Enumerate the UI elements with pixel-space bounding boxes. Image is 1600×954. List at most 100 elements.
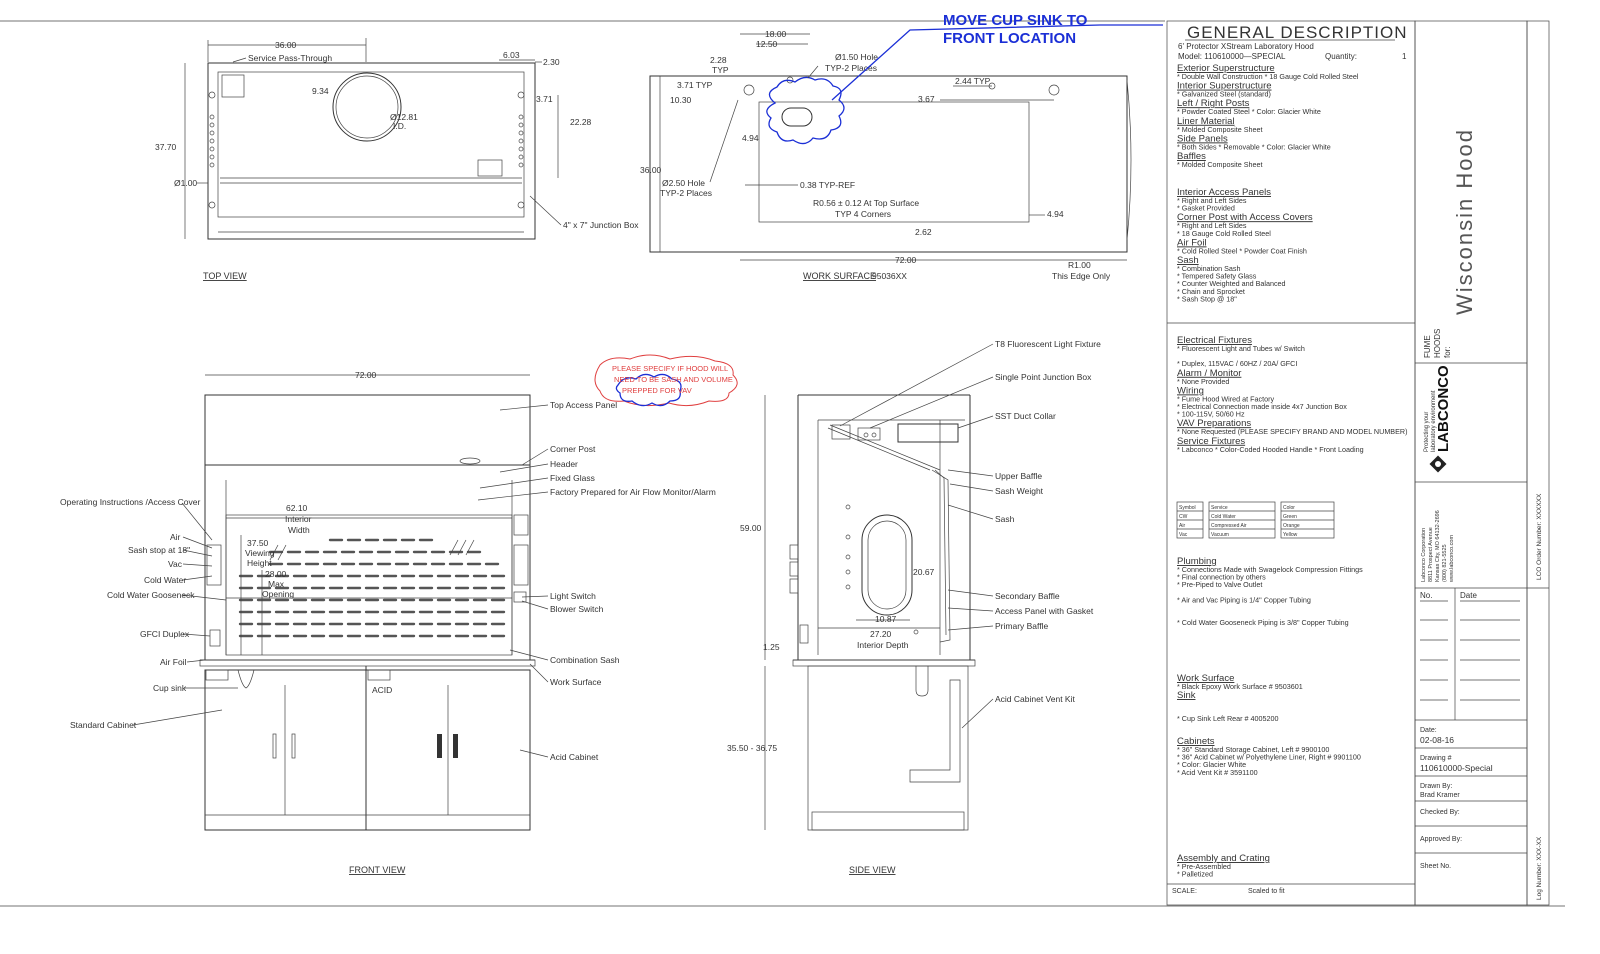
dim-interior-width: 62.10 bbox=[286, 503, 308, 513]
duct-collar-circle bbox=[332, 72, 402, 142]
label-corner-post: Corner Post bbox=[550, 444, 596, 454]
svg-text:Width: Width bbox=[288, 525, 310, 535]
sheet-no-label: Sheet No. bbox=[1420, 863, 1451, 870]
dim-side-cabinet-height: 35.50 - 36.75 bbox=[727, 743, 777, 753]
dim-ws-0-38: 0.38 TYP-REF bbox=[800, 180, 855, 190]
gd-section-heading: Sash bbox=[1177, 255, 1199, 266]
side-work-surface bbox=[792, 659, 976, 667]
svg-text:www.labconco.com: www.labconco.com bbox=[1449, 535, 1455, 583]
dim-top-3-71: 3.71 bbox=[536, 94, 553, 104]
project-name: Wisconsin Hood bbox=[1452, 128, 1477, 315]
svg-text:Protecting your: Protecting your bbox=[1424, 412, 1430, 452]
log-number: Log Number: XXX-XX bbox=[1536, 836, 1543, 900]
svg-text:NEED TO BE SASH AND VOLUME: NEED TO BE SASH AND VOLUME bbox=[614, 375, 733, 384]
dim-top-width: 36.00 bbox=[275, 40, 297, 50]
svg-text:Service: Service bbox=[1211, 505, 1228, 511]
dim-top-collar-dia: Ø12.81 bbox=[390, 112, 418, 122]
drawing-value: 110610000-Special bbox=[1420, 763, 1493, 773]
gd-quantity-value: 1 bbox=[1402, 52, 1407, 61]
lco-order-number: LCO Order Number: XXXXXX bbox=[1536, 493, 1543, 580]
junction-box bbox=[477, 159, 503, 177]
label-fixed-glass: Fixed Glass bbox=[550, 473, 595, 483]
dim-top-id: I.D. bbox=[393, 121, 406, 131]
gd-section-item: * Color: Glacier White bbox=[1177, 760, 1246, 769]
gd-section-item: * Galvanized Steel (standard) bbox=[1177, 90, 1271, 99]
gd-section-item: * 36" Standard Storage Cabinet, Left # 9… bbox=[1177, 745, 1329, 754]
label-sash-weight: Sash Weight bbox=[995, 486, 1044, 496]
dim-ws-typ-2: TYP-2 Places bbox=[825, 63, 877, 73]
label-secondary-baffle: Secondary Baffle bbox=[995, 591, 1060, 601]
gd-section-heading: Assembly and Crating bbox=[1177, 853, 1270, 864]
dim-ws-typ-3: TYP-2 Places bbox=[660, 188, 712, 198]
gd-section-heading: VAV Preparations bbox=[1177, 418, 1251, 429]
drawn-by-label: Drawn By: bbox=[1420, 783, 1452, 790]
label-cup-sink: Cup sink bbox=[153, 683, 187, 693]
label-air-foil: Air Foil bbox=[160, 657, 187, 667]
front-top-access-panel bbox=[204, 394, 531, 466]
brand-logo-text: LABCONCO bbox=[1435, 365, 1452, 452]
work-surface-outline bbox=[649, 75, 1128, 253]
svg-text:Height: Height bbox=[247, 558, 272, 568]
dim-top-depth: 37.70 bbox=[155, 142, 177, 152]
dim-top-22-28: 22.28 bbox=[570, 117, 592, 127]
front-view: 72.00 bbox=[60, 370, 716, 875]
dim-ws-72: 72.00 bbox=[895, 255, 917, 265]
gd-section-heading: Exterior Superstructure bbox=[1177, 63, 1275, 74]
label-acid-cabinet: Acid Cabinet bbox=[550, 752, 599, 762]
gd-section-item: * Final connection by others bbox=[1177, 573, 1266, 582]
dim-ws-hole-1-50: Ø1.50 Hole bbox=[835, 52, 878, 62]
label-sash: Sash bbox=[995, 514, 1015, 524]
gd-section-heading: Interior Superstructure bbox=[1177, 81, 1272, 92]
top-view: 36.00 6.03 2.30 9.34 3.71 22.28 37.70 Ø1… bbox=[155, 38, 639, 281]
svg-text:Green: Green bbox=[1283, 514, 1297, 520]
dim-ws-r1: R1.00 bbox=[1068, 260, 1091, 270]
annotation-vav-note: PLEASE SPECIFY IF HOOD WILL NEED TO BE S… bbox=[594, 354, 738, 407]
label-top-access-panel: Top Access Panel bbox=[550, 400, 617, 410]
baffle-slots bbox=[238, 538, 506, 638]
label-combination-sash: Combination Sash bbox=[550, 655, 620, 665]
dim-ws-36: 36.00 bbox=[640, 165, 662, 175]
fixture-table bbox=[1176, 501, 1335, 539]
label-gfci-duplex: GFCI Duplex bbox=[140, 629, 190, 639]
label-cold-water: Cold Water bbox=[144, 575, 186, 585]
label-single-point-junction: Single Point Junction Box bbox=[995, 372, 1092, 382]
dim-top-2-30: 2.30 bbox=[543, 57, 560, 67]
dim-ws-typ: TYP bbox=[712, 65, 729, 75]
title-block: Wisconsin Hood FUME HOODS for: LABCONCO … bbox=[1414, 20, 1550, 906]
gd-section-item: * Air and Vac Piping is 1/4" Copper Tubi… bbox=[1177, 595, 1311, 604]
svg-text:MOVE CUP SINK TO: MOVE CUP SINK TO bbox=[943, 12, 1088, 29]
gd-section-item: * Double Wall Construction * 18 Gauge Co… bbox=[1177, 72, 1359, 81]
scale-label: SCALE: bbox=[1172, 888, 1197, 895]
svg-text:Color: Color bbox=[1283, 505, 1295, 511]
gd-section-item: * Fume Hood Wired at Factory bbox=[1177, 394, 1274, 403]
label-sash-stop: Sash stop at 18" bbox=[128, 545, 190, 555]
dim-ws-2-28: 2.28 bbox=[710, 55, 727, 65]
brand-logo-mark bbox=[1429, 455, 1447, 473]
gd-section-item: * Fluorescent Light and Tubes w/ Switch bbox=[1177, 344, 1305, 353]
svg-text:Vacuum: Vacuum bbox=[1211, 532, 1229, 538]
dim-ws-2-44: 2.44 TYP bbox=[955, 76, 991, 86]
gd-sections: Exterior Superstructure* Double Wall Con… bbox=[1177, 63, 1407, 454]
gd-section-item: * None Provided bbox=[1177, 377, 1229, 386]
label-light-fixture: T8 Fluorescent Light Fixture bbox=[995, 339, 1101, 349]
gd-section-item: * Molded Composite Sheet bbox=[1177, 125, 1263, 134]
gd-section-item: * Powder Coated Steel * Color: Glacier W… bbox=[1177, 107, 1321, 116]
gd-section-heading: Corner Post with Access Covers bbox=[1177, 212, 1313, 223]
dim-top-hole: Ø1.00 bbox=[174, 178, 197, 188]
acid-label: ACID bbox=[372, 685, 392, 695]
gd-section-heading: Liner Material bbox=[1177, 116, 1235, 127]
acid-vent-kit bbox=[909, 679, 961, 783]
gd-section-item: * Palletized bbox=[1177, 870, 1213, 879]
dim-ws-radius: R0.56 ± 0.12 At Top Surface bbox=[813, 198, 919, 208]
svg-text:Air: Air bbox=[1179, 523, 1185, 529]
svg-text:Labconco Corporation: Labconco Corporation bbox=[1421, 528, 1427, 582]
gd-model: Model: 110610000—SPECIAL bbox=[1178, 52, 1286, 61]
gd-quantity-label: Quantity: bbox=[1325, 52, 1357, 61]
svg-text:for:: for: bbox=[1443, 346, 1452, 358]
side-cabinet bbox=[807, 665, 969, 831]
front-cabinets bbox=[204, 669, 531, 831]
label-cold-water-gooseneck: Cold Water Gooseneck bbox=[107, 590, 195, 600]
caption-side-view: SIDE VIEW bbox=[849, 865, 896, 875]
side-view: 59.00 20.67 10.87 27.20 Interior Depth 1… bbox=[727, 339, 1101, 875]
